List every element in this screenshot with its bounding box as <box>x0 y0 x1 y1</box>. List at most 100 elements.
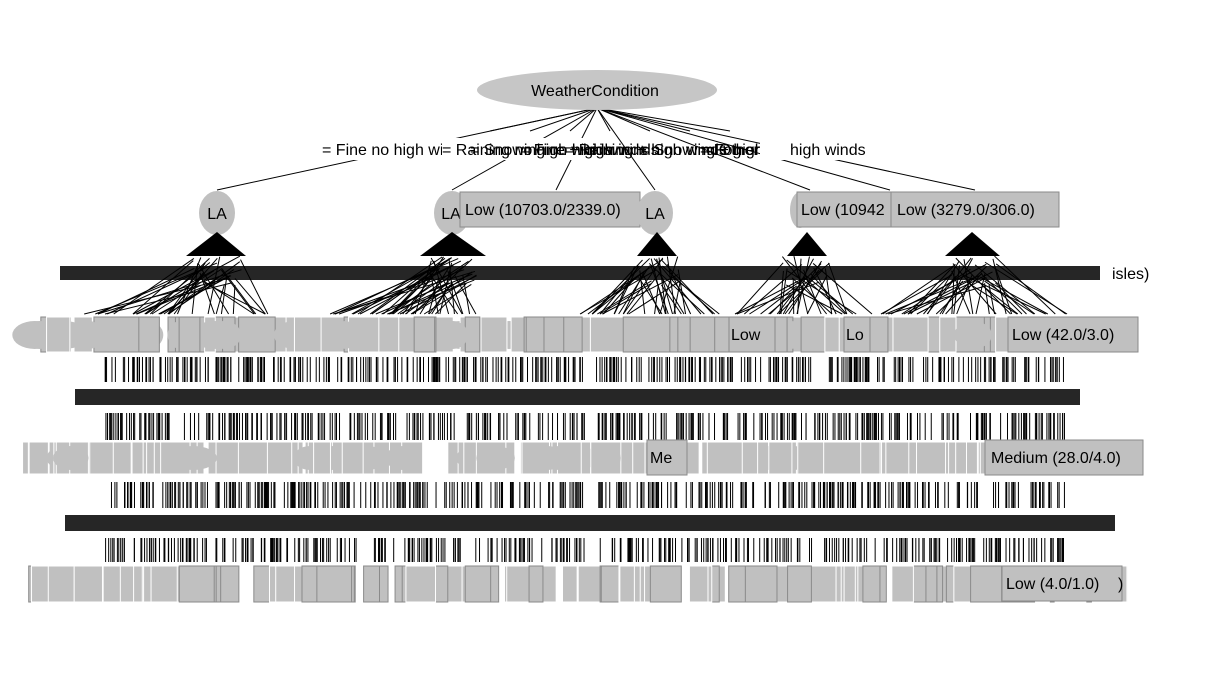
node-la-2-label: LA <box>441 206 461 223</box>
leaf-medium-28[interactable] <box>984 439 1144 476</box>
node-la-3-label: LA <box>645 206 665 223</box>
tree-leaf <box>46 316 71 353</box>
tree-node <box>594 446 621 470</box>
tree-edge <box>988 284 996 315</box>
leaf-low-3279[interactable] <box>890 191 1060 228</box>
tree-leaf <box>112 441 132 475</box>
tree-edge <box>760 285 798 315</box>
tree-edge <box>975 273 986 315</box>
tree-leaf <box>293 316 322 353</box>
tree-leaf <box>480 316 508 353</box>
tree-node <box>954 321 992 349</box>
tree-leaf <box>28 441 49 475</box>
leaf-lo-level2-b[interactable] <box>843 316 871 353</box>
tree-edge <box>749 278 805 315</box>
leaf-low-10942-label: Low (10942 <box>801 202 885 219</box>
tree-leaf <box>955 441 968 475</box>
leaf-me-level3[interactable] <box>646 439 688 476</box>
tree-leaf <box>562 565 578 603</box>
subtree-triangle-3 <box>637 232 677 256</box>
leaf-low-10942[interactable] <box>796 191 893 228</box>
tree-leaf <box>916 441 947 475</box>
edge-label-raining-no-high-winds: = Raining no high winds <box>442 142 612 159</box>
leaf-medium-28-label: Medium (28.0/4.0) <box>991 450 1121 467</box>
tree-leaf <box>238 316 276 353</box>
tree-edge <box>966 281 1018 315</box>
tree-leaf <box>649 565 682 603</box>
tree-leaf <box>275 565 296 603</box>
leaf-low-level2-a-label: Low <box>731 327 761 344</box>
leaf-low-10703[interactable] <box>459 191 641 228</box>
root-edge-labels: = Fine no high winds = Raining no high w… <box>318 138 882 160</box>
tree-edge <box>133 255 241 315</box>
tree-leaf <box>313 441 331 475</box>
node-la-1-label: LA <box>207 206 227 223</box>
tree-leaf <box>31 565 51 603</box>
tree-leaf <box>178 316 201 353</box>
tree-leaf <box>891 565 914 603</box>
tree-edge <box>880 274 953 315</box>
tree-node <box>385 446 421 470</box>
root-node-label: WeatherCondition <box>531 83 659 100</box>
edge-label-fine-no-high-winds: = Fine no high winds <box>322 142 469 159</box>
tree-leaf <box>47 565 75 603</box>
tree-leaf <box>131 441 144 475</box>
tree-edge <box>104 282 232 315</box>
tree-leaf <box>688 565 709 603</box>
tree-leaf <box>237 441 268 475</box>
leaf-low-4[interactable] <box>1001 565 1123 602</box>
tree-edge <box>232 285 236 315</box>
node-la-3[interactable] <box>637 191 673 235</box>
tree-edge <box>234 278 266 315</box>
tree-edge <box>793 255 809 315</box>
tree-leaf <box>220 565 240 603</box>
tree-edge <box>431 284 451 315</box>
tree-edge <box>387 279 475 315</box>
tree-edge <box>916 276 987 315</box>
tree-leaf <box>622 316 671 353</box>
subtree-triangle-2 <box>420 232 486 256</box>
leaf-low-10703-label: Low (10703.0/2339.0) <box>465 202 621 219</box>
leaf-low-42[interactable] <box>1007 316 1139 353</box>
tree-edge <box>399 275 477 315</box>
tree-leaf <box>150 565 178 603</box>
tree-leaf <box>843 565 856 603</box>
tree-leaf <box>363 565 380 603</box>
leaf-low-3279-label: Low (3279.0/306.0) <box>897 202 1035 219</box>
foreground-leaves: Low (42.0/3.0) Low Lo Medium (28.0/4.0) … <box>646 266 1149 602</box>
tree-leaf <box>823 441 862 475</box>
tree-leaf <box>892 316 929 353</box>
node-la-1[interactable] <box>199 191 235 235</box>
tree-edge <box>602 274 679 315</box>
tree-node <box>334 321 357 349</box>
subtree-triangle-1 <box>186 232 246 256</box>
tree-leaf <box>787 565 812 603</box>
subtree-triangle-4 <box>787 232 827 256</box>
overlapping-subtree-clutter <box>12 255 1129 603</box>
level1-nodes: LA LA Low (10703.0/2339.0) LA Low (10942… <box>199 191 1060 235</box>
subtree-triangle-5 <box>945 232 1000 256</box>
tree-leaf <box>178 565 215 603</box>
leaf-paren-level4: ) <box>1118 576 1123 593</box>
edge-label-isles-tail: isles) <box>1112 266 1149 283</box>
edge-label-other: = Other <box>705 142 759 159</box>
tree-edge <box>203 280 255 315</box>
tree-leaf <box>528 565 544 603</box>
tree-leaf <box>862 565 881 603</box>
tree-leaf <box>525 316 545 353</box>
tree-edge <box>734 277 805 315</box>
tree-node <box>169 446 217 470</box>
leaf-me-level3-label: Me <box>650 450 672 467</box>
tree-edge <box>84 280 219 315</box>
tree-leaf <box>970 565 1003 603</box>
tree-edge <box>791 277 833 315</box>
edge-label-high-winds-tail: high winds <box>790 142 866 159</box>
edge-label-raining-high-winds: = Raining + high winds <box>565 142 727 159</box>
tree-leaf <box>73 565 103 603</box>
tree-edge <box>674 278 720 315</box>
leaf-low-level2-a[interactable] <box>728 316 776 353</box>
tree-leaf <box>925 565 938 603</box>
overlapped-label-band <box>75 389 1080 405</box>
edge-label-snowing-no-high-winds: = Snowing no high winds <box>470 142 647 159</box>
root-node[interactable] <box>477 70 717 110</box>
